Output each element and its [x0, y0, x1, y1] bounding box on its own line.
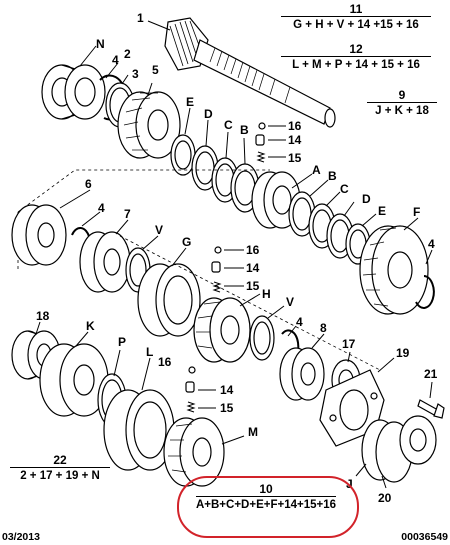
callout-15-top: 15 — [288, 151, 302, 165]
callout-15-mid: 15 — [246, 279, 260, 293]
callout-4-lower: 4 — [296, 315, 303, 329]
callout-17: 17 — [342, 337, 356, 351]
callout-D-right: D — [362, 192, 371, 206]
callout-labels: 1 N 2 4 3 5 E D C B 16 14 15 A B C D E F… — [36, 11, 438, 505]
small-parts-upper — [255, 122, 286, 163]
callout-14-mid: 14 — [246, 261, 260, 275]
small-parts-lower — [185, 366, 216, 413]
kit-12-bar — [281, 56, 431, 57]
callout-D-top: D — [204, 107, 213, 121]
kit-9-number: 9 — [398, 88, 406, 102]
callout-21: 21 — [424, 367, 438, 381]
callout-H: H — [262, 287, 271, 301]
footer-date: 03/2013 — [2, 531, 40, 543]
callout-A: A — [312, 163, 321, 177]
callout-14-low: 14 — [220, 383, 234, 397]
callout-3-top: 3 — [132, 67, 139, 81]
callout-E-top: E — [186, 95, 194, 109]
callout-4-top: 4 — [112, 53, 119, 67]
kit-12: 12 L + M + P + 14 + 15 + 16 — [270, 42, 442, 73]
callout-V-right: V — [286, 295, 294, 309]
kit-10-bar — [196, 496, 336, 497]
callout-19: 19 — [396, 346, 410, 360]
callout-B-right: B — [328, 169, 337, 183]
callout-6: 6 — [85, 177, 92, 191]
callout-F: F — [413, 205, 420, 219]
kit-22: 22 2 + 17 + 19 + N — [6, 453, 114, 484]
kit-9: 9 J + K + 18 — [362, 88, 442, 119]
bottom-row-parts — [11, 321, 445, 489]
upper-synchro-rings — [170, 107, 435, 315]
callout-16-mid: 16 — [246, 243, 260, 257]
callout-E-right: E — [378, 204, 386, 218]
callout-C-top: C — [224, 118, 233, 132]
callout-20: 20 — [378, 491, 392, 505]
callout-L: L — [146, 345, 153, 359]
kit-10-highlight-oval — [177, 476, 359, 538]
kit-9-bar — [367, 102, 437, 103]
callout-C-right: C — [340, 182, 349, 196]
kit-22-number: 22 — [53, 453, 67, 467]
callout-14-top: 14 — [288, 133, 302, 147]
callout-V-left: V — [155, 223, 163, 237]
kit-11: 11 G + H + V + 14 +15 + 16 — [270, 2, 442, 33]
callout-B-top: B — [240, 123, 249, 137]
callout-P: P — [118, 335, 126, 349]
footer-reference: 00036549 — [401, 531, 448, 543]
kit-11-bar — [281, 16, 431, 17]
kit-10: 10 A+B+C+D+E+F+14+15+16 — [182, 482, 350, 513]
small-parts-middle — [211, 246, 244, 293]
callout-8: 8 — [320, 321, 327, 335]
callout-18: 18 — [36, 309, 50, 323]
kit-22-formula: 2 + 17 + 19 + N — [20, 470, 100, 482]
kit-9-formula: J + K + 18 — [375, 105, 429, 117]
kit-10-number: 10 — [259, 482, 273, 496]
kit-11-number: 11 — [349, 2, 363, 16]
main-shaft — [147, 17, 336, 128]
kit-12-number: 12 — [349, 42, 363, 56]
callout-2-top: 2 — [124, 47, 131, 61]
kit-22-bar — [10, 467, 110, 468]
middle-row-parts — [11, 169, 381, 401]
callout-15-low: 15 — [220, 401, 234, 415]
callout-7: 7 — [124, 207, 131, 221]
callout-M: M — [248, 425, 258, 439]
kit-12-formula: L + M + P + 14 + 15 + 16 — [292, 59, 420, 71]
callout-5: 5 — [152, 63, 159, 77]
kit-11-formula: G + H + V + 14 +15 + 16 — [293, 19, 419, 31]
callout-16-top: 16 — [288, 119, 302, 133]
callout-16-low: 16 — [158, 355, 172, 369]
top-row-parts — [41, 45, 181, 159]
callout-4-mid: 4 — [98, 201, 105, 215]
callout-N-top: N — [96, 37, 105, 51]
callout-1: 1 — [137, 11, 144, 25]
callout-4-right: 4 — [428, 237, 435, 251]
callout-G: G — [182, 235, 191, 249]
callout-K: K — [86, 319, 95, 333]
kit-10-formula: A+B+C+D+E+F+14+15+16 — [195, 499, 337, 511]
